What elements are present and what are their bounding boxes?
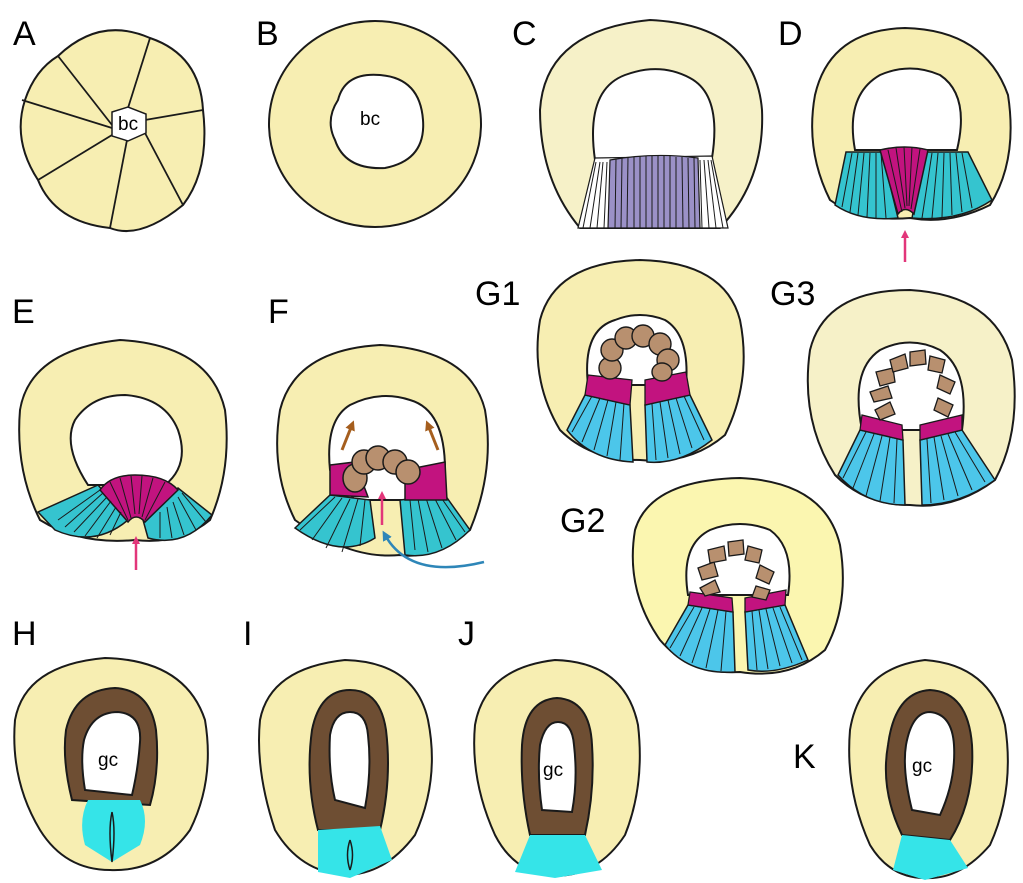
panel-label-j: J <box>458 615 475 653</box>
blastocoel <box>593 69 714 160</box>
panel-h: gc H <box>12 615 208 870</box>
panel-e: E <box>12 293 227 570</box>
archenteron-space <box>686 524 789 595</box>
panel-i: I <box>243 615 432 878</box>
panel-label-b: B <box>256 15 279 53</box>
panel-label-h: H <box>12 615 37 653</box>
panel-d: D <box>778 15 1011 262</box>
panel-j: gc J <box>458 615 640 878</box>
cavity-label-h: gc <box>98 750 118 771</box>
panel-g3: G3 <box>770 275 1015 506</box>
panel-g1: G1 <box>475 260 744 462</box>
panel-label-i: I <box>243 615 252 653</box>
panel-label-d: D <box>778 15 803 53</box>
cavity-label-a: bc <box>118 114 138 135</box>
panel-label-g1: G1 <box>475 275 520 313</box>
panel-label-c: C <box>512 15 537 53</box>
cavity-label-k: gc <box>912 756 932 777</box>
panel-f: F <box>268 293 488 567</box>
cavity-label-j: gc <box>543 760 563 781</box>
panel-k: gc K <box>793 660 1008 880</box>
panel-label-e: E <box>12 293 35 331</box>
panel-label-a: A <box>13 15 36 53</box>
cavity-label-b: bc <box>360 109 380 130</box>
ectoderm <box>318 826 392 878</box>
panel-b: bc B <box>256 15 481 227</box>
panel-label-g2: G2 <box>560 502 605 540</box>
panel-label-g3: G3 <box>770 275 815 313</box>
panel-g2: G2 <box>560 478 843 674</box>
panel-label-f: F <box>268 293 289 331</box>
panel-a: bc A <box>13 15 204 231</box>
panel-label-k: K <box>793 738 816 776</box>
gut-cavity <box>330 712 370 808</box>
panel-c: C <box>512 15 762 228</box>
